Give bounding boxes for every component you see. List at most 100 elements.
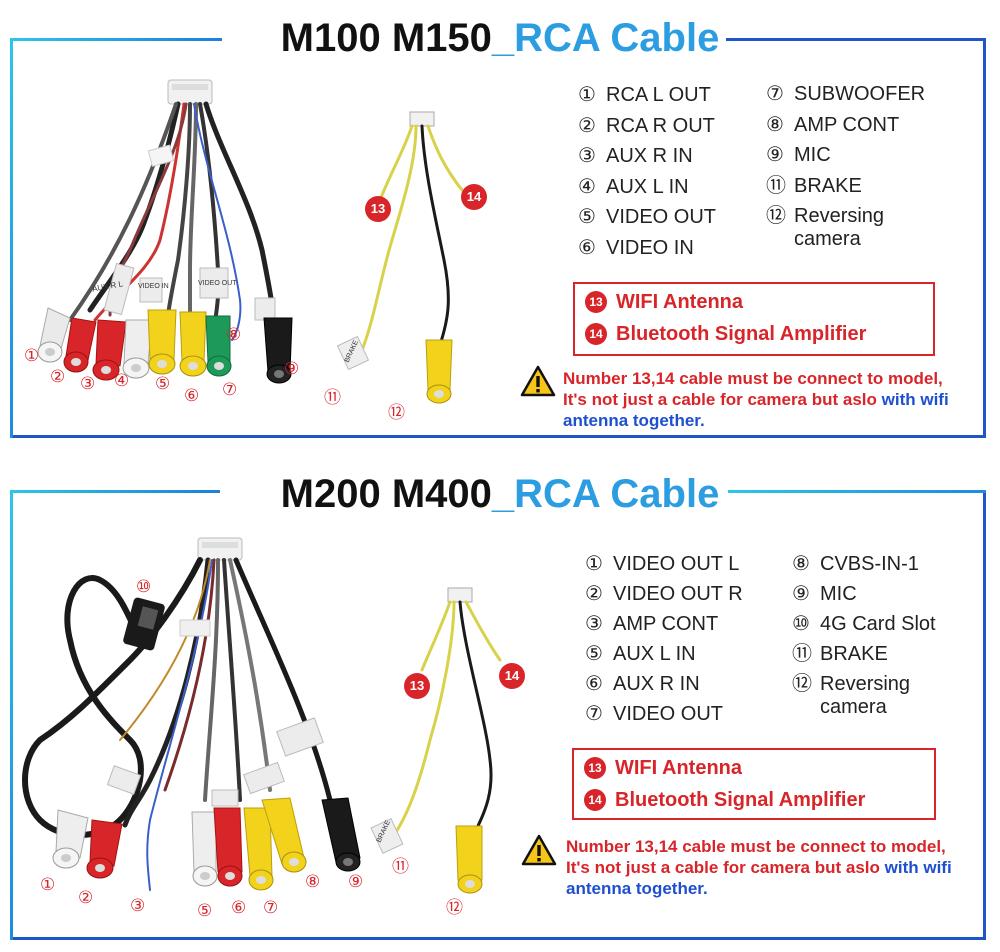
legend-label: AUX R IN <box>606 145 693 167</box>
legend-item: ⑥ VIDEO IN <box>578 233 716 264</box>
panel-2-badge-14-label: 14 <box>504 668 520 683</box>
p2-conn-label-2: ② <box>78 888 94 907</box>
panel-1-top-border-left <box>10 38 222 41</box>
p2-conn-label-12: ⑫ <box>446 898 463 917</box>
p1-conn-label-9: ⑨ <box>284 359 300 378</box>
legend-item: ① RCA L OUT <box>578 80 716 111</box>
legend-num: ⑤ <box>585 643 603 665</box>
p1-conn-label-1: ① <box>24 346 40 365</box>
legend-num: ② <box>585 583 603 605</box>
p1-conn-label-11: ⑪ <box>324 388 341 407</box>
warning-icon <box>520 365 556 397</box>
p2-conn-label-8: ⑧ <box>305 872 321 891</box>
legend-label: VIDEO IN <box>606 236 694 259</box>
badge-14-icon: 14 <box>584 789 606 811</box>
legend-label: BRAKE <box>794 174 862 197</box>
legend-label: AMP CONT <box>794 113 900 136</box>
panel-2-left-border <box>10 490 13 940</box>
p1-conn-label-12: ⑫ <box>388 403 405 422</box>
p2-conn-label-9: ⑨ <box>348 872 364 891</box>
legend-num: ① <box>578 84 596 106</box>
p1-conn-label-7: ⑦ <box>222 380 238 399</box>
warning-text-blue: with wifi antenna together. <box>563 390 949 430</box>
highlight-label: WIFI Antenna <box>616 290 744 313</box>
p1-conn-label-4: ④ <box>114 371 130 390</box>
legend-num: ⑪ <box>792 643 812 665</box>
badge-14-icon: 14 <box>585 323 607 345</box>
legend-num: ⑫ <box>792 673 812 695</box>
p1-conn-label-5: ⑤ <box>155 374 171 393</box>
legend-label: VIDEO OUT L <box>613 553 740 575</box>
legend-num: ① <box>585 553 603 575</box>
p2-conn-label-3: ③ <box>130 896 146 915</box>
warning-text-blue: with wifi antenna together. <box>566 858 952 898</box>
legend-item: ⑧ AMP CONT <box>766 110 925 141</box>
warning-text-red: Number 13,14 cable must be connect to mo… <box>563 369 943 409</box>
panel-1-tag-video-in: VIDEO IN <box>138 283 169 290</box>
legend-item: ⑤ VIDEO OUT <box>578 202 716 233</box>
warning-icon <box>521 834 557 866</box>
legend-label: AUX L IN <box>613 643 696 665</box>
highlight-label: WIFI Antenna <box>615 756 743 779</box>
p1-conn-label-6: ⑥ <box>184 386 200 405</box>
legend-num: ② <box>578 114 596 137</box>
legend-num: ④ <box>578 175 596 198</box>
panel-1-highlight-box: 13 WIFI Antenna 14 Bluetooth Signal Amplif… <box>573 282 935 356</box>
highlight-row-bluetooth: 14 Bluetooth Signal Amplifier <box>585 318 923 350</box>
panel-1-tag-video-out: VIDEO OUT <box>198 280 237 287</box>
legend-num: ⑦ <box>585 703 603 725</box>
legend-num: ⑥ <box>578 236 596 259</box>
legend-item: ⑧ CVBS-IN-1 <box>792 549 940 579</box>
legend-item: ⑪ BRAKE <box>792 639 940 669</box>
legend-label: AUX R IN <box>613 673 700 695</box>
legend-label: RCA L OUT <box>606 84 711 106</box>
legend-num: ⑨ <box>766 144 784 166</box>
legend-label: VIDEO OUT <box>606 206 717 228</box>
p1-conn-label-3: ③ <box>80 374 96 393</box>
panel-2-warning-text: Number 13,14 cable must be connect to mo… <box>566 836 956 899</box>
legend-num: ③ <box>578 145 596 167</box>
p2-conn-label-6: ⑥ <box>231 898 247 917</box>
p1-conn-label-2: ② <box>50 367 66 386</box>
legend-item: ② VIDEO OUT R <box>585 579 743 609</box>
highlight-label: Bluetooth Signal Amplifier <box>616 322 867 345</box>
panel-1-badge-13-label: 13 <box>370 201 386 216</box>
legend-num: ⑧ <box>792 553 810 575</box>
legend-label: VIDEO OUT R <box>613 583 743 605</box>
panel-1-title-cable: _RCA Cable <box>491 16 720 60</box>
panel-1-warning-text: Number 13,14 cable must be connect to mo… <box>563 368 953 431</box>
badge-13-icon: 13 <box>585 291 607 313</box>
legend-label: CVBS-IN-1 <box>820 553 919 575</box>
panel-2-title-cable: _RCA Cable <box>491 472 720 516</box>
p2-conn-label-5: ⑤ <box>197 901 213 920</box>
panel-1-left-border <box>10 38 13 438</box>
legend-item: ⑤ AUX L IN <box>585 639 743 669</box>
legend-num: ⑨ <box>792 583 810 605</box>
legend-label: Reversing camera <box>794 205 885 250</box>
legend-num: ⑫ <box>766 205 786 227</box>
warning-text-red: Number 13,14 cable must be connect to mo… <box>566 837 946 877</box>
legend-num: ⑧ <box>766 113 784 136</box>
legend-label: 4G Card Slot <box>820 613 936 635</box>
legend-label: BRAKE <box>820 643 888 665</box>
legend-label: MIC <box>794 144 831 166</box>
panel-2-top-border-right <box>728 490 986 493</box>
panel-2-top-border-left <box>10 490 220 493</box>
legend-num: ⑤ <box>578 206 596 228</box>
legend-item: ③ AUX R IN <box>578 141 716 172</box>
p2-conn-label-10: ⑩ <box>136 577 152 596</box>
